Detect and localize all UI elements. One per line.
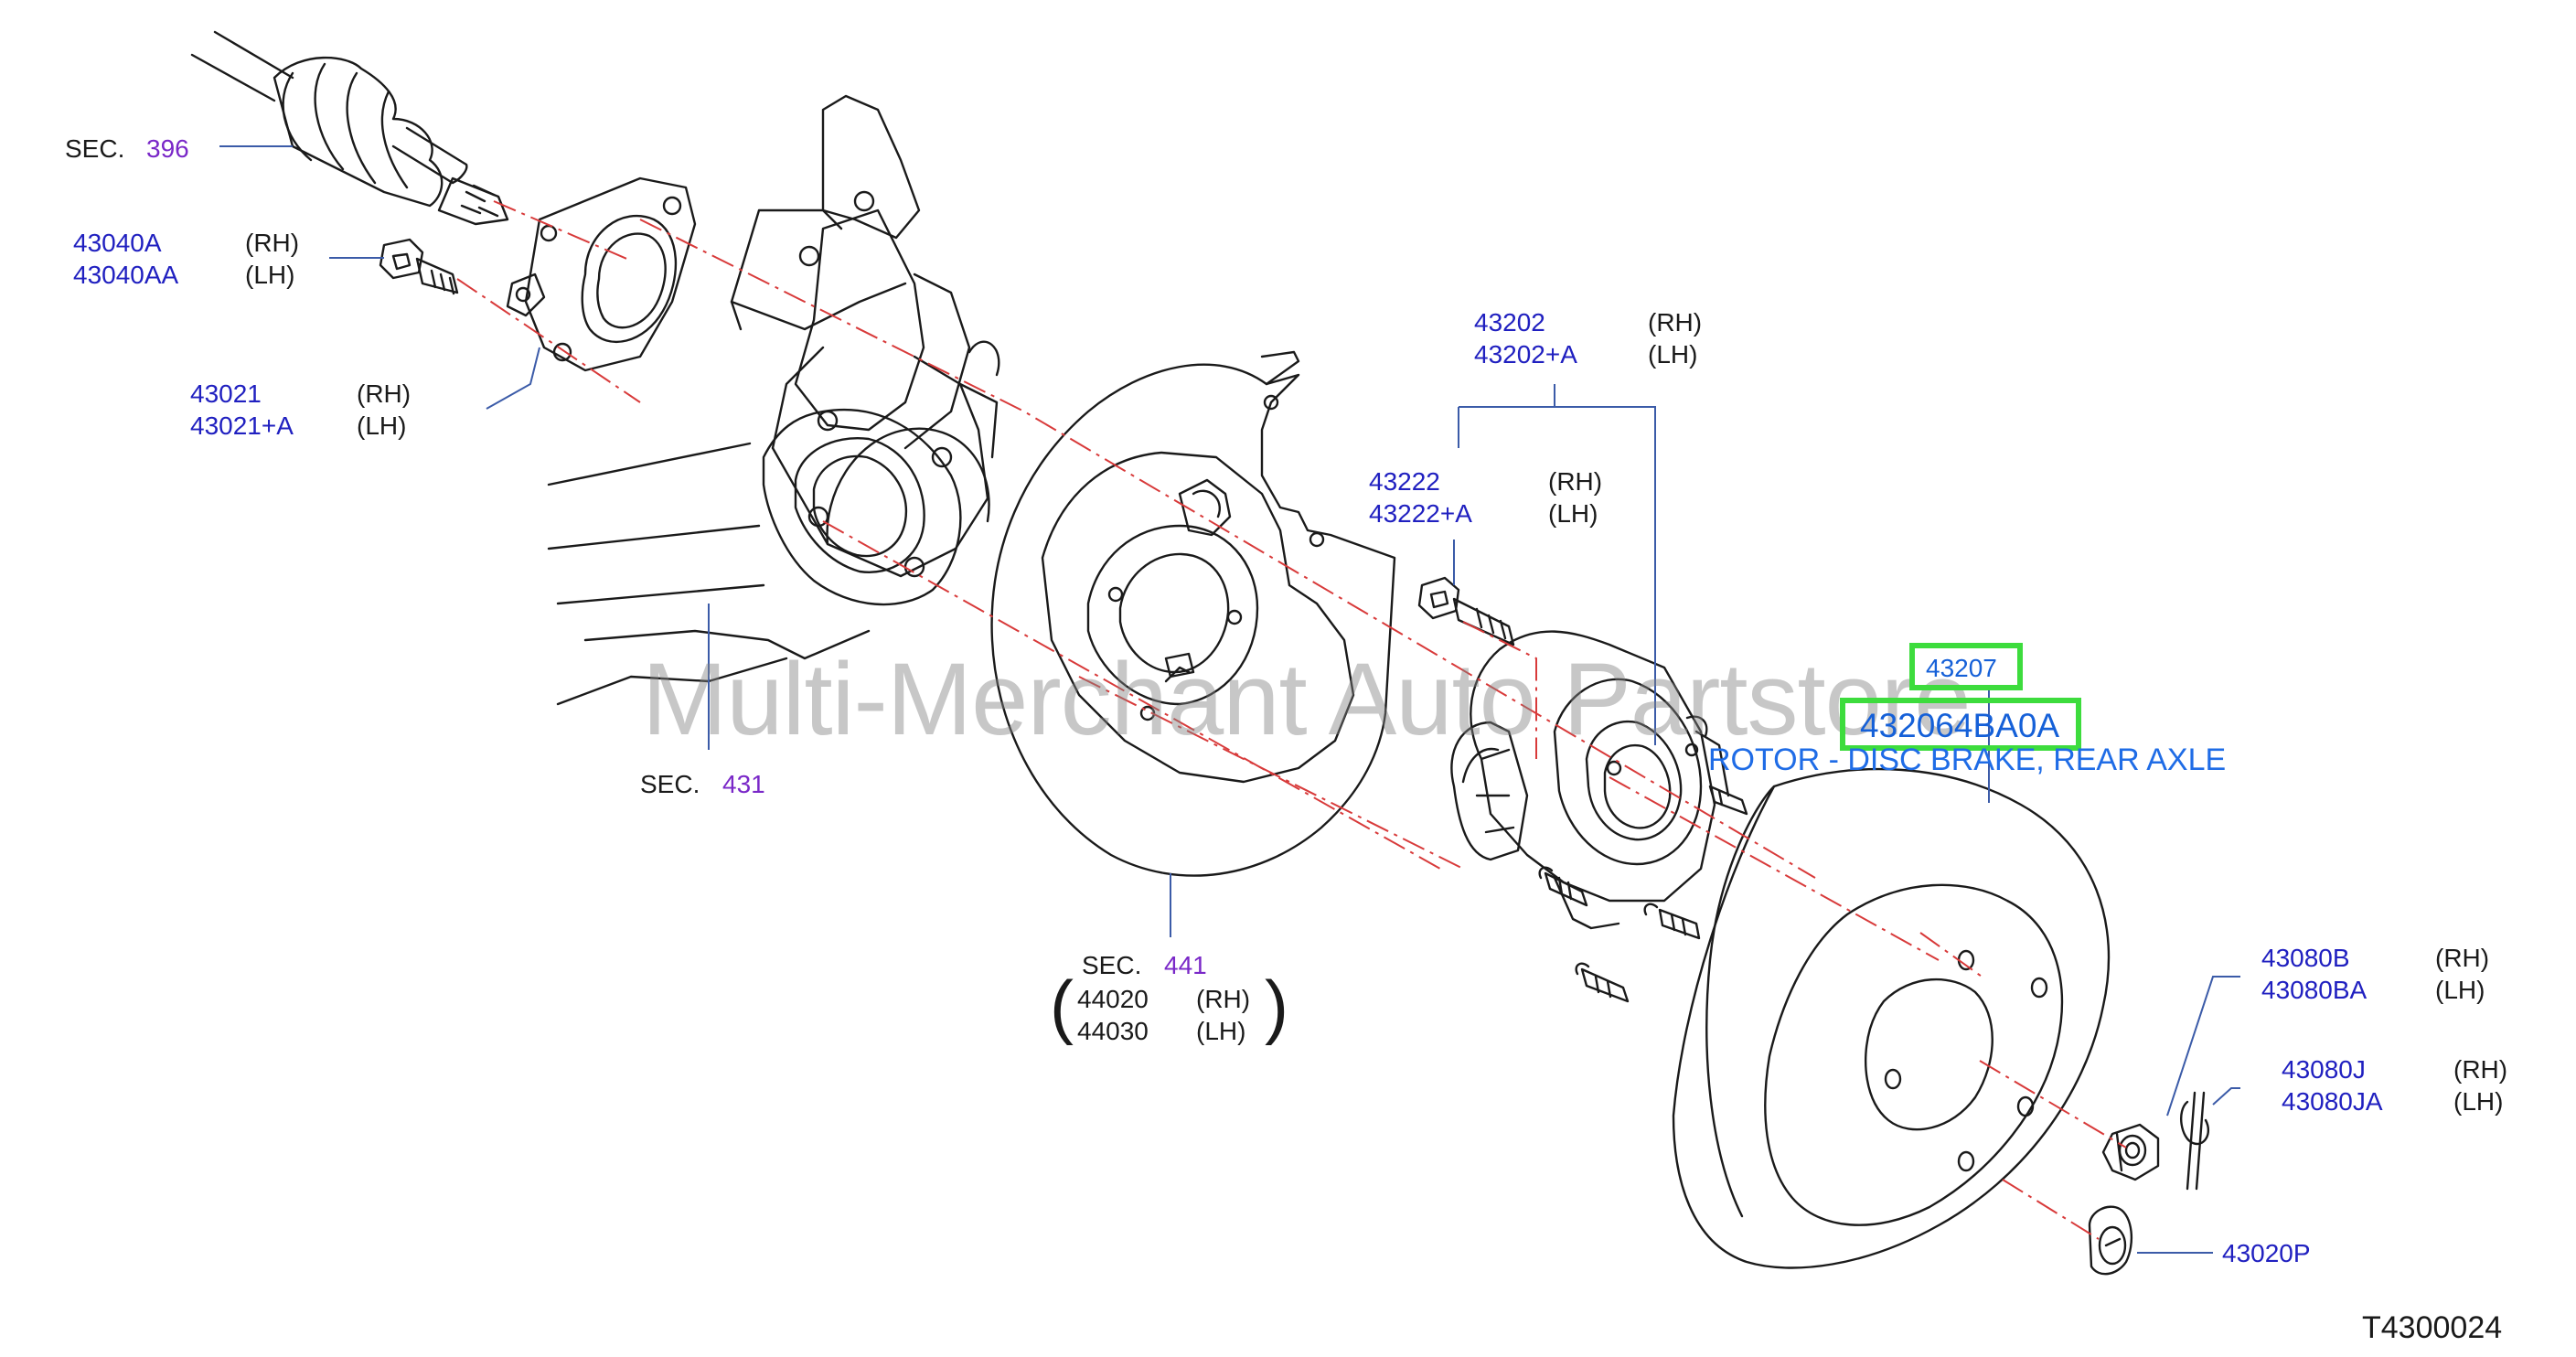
- sec-441-part-44020[interactable]: 44020: [1077, 985, 1149, 1013]
- part-43080j[interactable]: 43080J: [2282, 1055, 2366, 1084]
- diagram-ref-code: T4300024: [2362, 1310, 2503, 1345]
- side-43080j: (RH): [2453, 1055, 2508, 1084]
- part-43222[interactable]: 43222: [1369, 467, 1440, 496]
- highlight-box-43207[interactable]: 43207: [1909, 643, 2023, 690]
- cap-43020p-illustration: [2088, 1205, 2133, 1276]
- sec-441-close-paren: ): [1265, 966, 1288, 1046]
- sec-441-prefix: SEC.: [1082, 951, 1142, 979]
- highlight-part-number: 432064BA0A: [1860, 707, 2060, 744]
- centerlines: [456, 200, 2127, 1240]
- rotor-description: ROTOR - DISC BRAKE, REAR AXLE: [1708, 743, 2227, 777]
- sec-441-side-lh: (LH): [1196, 1017, 1246, 1045]
- part-43080ba[interactable]: 43080BA: [2261, 976, 2368, 1004]
- side-43222: (RH): [1548, 467, 1603, 496]
- cotter-pin-illustration: [2179, 1091, 2210, 1191]
- part-43202-a[interactable]: 43202+A: [1474, 340, 1577, 369]
- sec-441-side-rh: (RH): [1196, 985, 1251, 1013]
- side-43080b: (RH): [2435, 944, 2490, 972]
- part-43202[interactable]: 43202: [1474, 308, 1545, 337]
- hub-assembly-illustration: [1450, 630, 1748, 1003]
- side-43040aa: (LH): [245, 261, 295, 289]
- side-43202-a: (LH): [1648, 340, 1698, 369]
- side-43222-a: (LH): [1548, 499, 1598, 528]
- side-43080ba: (LH): [2435, 976, 2485, 1004]
- sec-431-prefix: SEC.: [640, 770, 700, 798]
- backing-plate-illustration: [990, 350, 1396, 877]
- part-43222-a[interactable]: 43222+A: [1369, 499, 1472, 528]
- highlight-box-part-number[interactable]: 432064BA0A: [1840, 698, 2081, 751]
- drive-shaft-illustration: [190, 30, 509, 226]
- part-43040aa[interactable]: 43040AA: [73, 261, 179, 289]
- side-43080ja: (LH): [2453, 1087, 2504, 1116]
- housing-43021-illustration: [506, 176, 697, 372]
- part-43080b[interactable]: 43080B: [2261, 944, 2350, 972]
- part-43021[interactable]: 43021: [190, 379, 262, 408]
- watermark: Multi-Merchant Auto Partstore: [642, 642, 1971, 756]
- sec-441-part-44030[interactable]: 44030: [1077, 1017, 1149, 1045]
- sec-396-prefix: SEC.: [65, 134, 125, 163]
- part-43021-a[interactable]: 43021+A: [190, 411, 294, 440]
- side-43021-a: (LH): [357, 411, 407, 440]
- part-43040a[interactable]: 43040A: [73, 229, 162, 257]
- sec-431-link[interactable]: 431: [722, 770, 765, 798]
- side-43202: (RH): [1648, 308, 1703, 337]
- sec-441-link[interactable]: 441: [1164, 951, 1207, 979]
- side-43021: (RH): [357, 379, 412, 408]
- part-43080ja[interactable]: 43080JA: [2282, 1087, 2383, 1116]
- nut-43080b-illustration: [2101, 1123, 2160, 1181]
- sec-441-open-paren: (: [1050, 966, 1074, 1046]
- rotor-illustration[interactable]: [1672, 767, 2111, 1269]
- sec-396-link[interactable]: 396: [146, 134, 189, 163]
- side-43040a: (RH): [245, 229, 300, 257]
- bolt-43222-illustration: [1417, 576, 1515, 646]
- part-43020p[interactable]: 43020P: [2222, 1239, 2311, 1267]
- knuckle-illustration: [547, 94, 1000, 706]
- highlight-code-43207: 43207: [1926, 654, 1997, 682]
- bolt-43040a-illustration: [379, 238, 459, 295]
